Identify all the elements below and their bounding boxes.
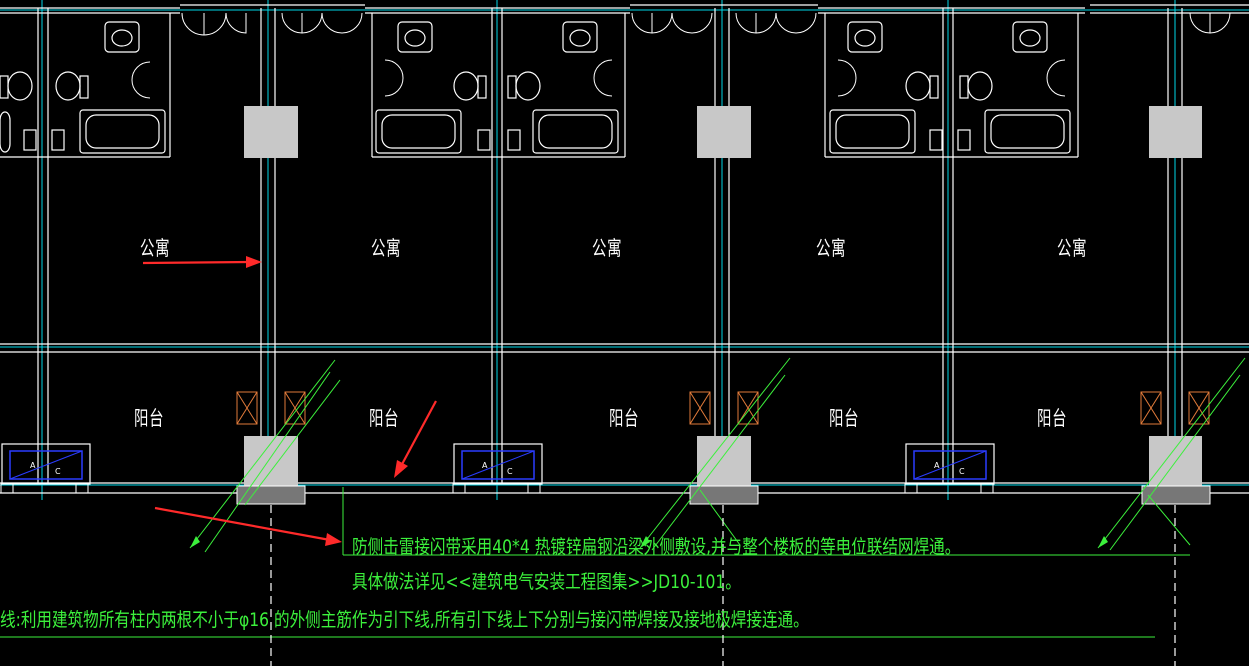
wall-connectors bbox=[0, 483, 994, 494]
door-swings bbox=[131, 12, 1231, 99]
room-label-apartment: 公寓 bbox=[816, 236, 847, 260]
room-label-balcony: 阳台 bbox=[1037, 406, 1068, 430]
green-leader-lines bbox=[0, 357, 1246, 638]
ac-label-a: A bbox=[30, 461, 36, 470]
ac-unit-letters: A C A C A C bbox=[30, 461, 965, 476]
lightning-strip-hatch bbox=[236, 485, 1211, 505]
ac-label-c: C bbox=[55, 467, 61, 476]
note-lightning-strip: 防侧击雷接闪带采用40*4 热镀锌扁钢沿梁外侧敷设,并与整个楼板的等电位联结网焊… bbox=[352, 536, 961, 558]
room-label-apartment: 公寓 bbox=[371, 236, 402, 260]
room-label-balcony: 阳台 bbox=[829, 406, 860, 430]
ac-label-a: A bbox=[934, 461, 940, 470]
note-reference-atlas: 具体做法详见<<建筑电气安装工程图集>>JD10-101。 bbox=[352, 571, 741, 593]
leader-arrowheads bbox=[190, 536, 1108, 548]
ac-unit-boxes bbox=[1, 443, 995, 485]
note-down-conductor: 线:利用建筑物所有柱内两根不小于φ16 的外侧主筋作为引下线,所有引下线上下分别… bbox=[0, 609, 809, 631]
room-label-apartment: 公寓 bbox=[140, 236, 171, 260]
dashed-grid-lines bbox=[270, 505, 1176, 666]
room-label-apartment: 公寓 bbox=[592, 236, 623, 260]
room-label-apartment: 公寓 bbox=[1057, 236, 1088, 260]
walls bbox=[0, 4, 1249, 494]
room-label-balcony: 阳台 bbox=[369, 406, 400, 430]
bathroom-fixtures bbox=[0, 21, 1071, 154]
structural-columns bbox=[244, 106, 1202, 486]
ac-label-c: C bbox=[959, 467, 965, 476]
ac-label-c: C bbox=[507, 467, 513, 476]
ac-label-a: A bbox=[482, 461, 488, 470]
room-label-balcony: 阳台 bbox=[609, 406, 640, 430]
axis-lines bbox=[0, 0, 1249, 500]
red-annotation-arrows bbox=[142, 256, 437, 546]
room-label-balcony: 阳台 bbox=[134, 406, 165, 430]
